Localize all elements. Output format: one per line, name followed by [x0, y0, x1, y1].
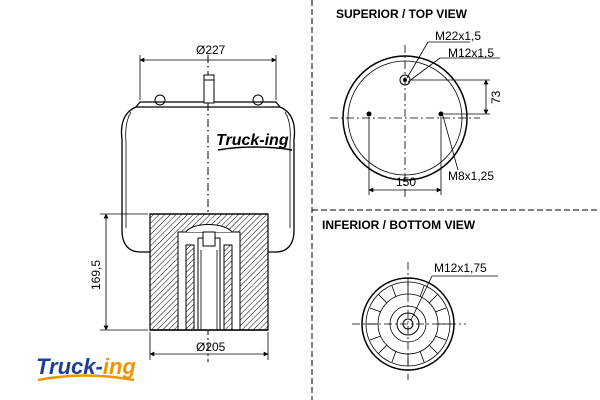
bolt-spacing-label: 150: [396, 175, 416, 189]
bottom-diameter-label: Ø205: [196, 340, 226, 354]
bolt-left: [366, 111, 372, 117]
height-label: 169,5: [89, 260, 103, 290]
bolt-thread-label: M8x1,25: [448, 169, 494, 183]
top-view: [330, 41, 500, 200]
bottom-thread-label: M12x1,75: [434, 261, 487, 275]
side-view-dimensions: [100, 55, 277, 360]
bolt-right: [438, 111, 444, 117]
thread-center-label: M12x1,5: [448, 46, 494, 60]
top-plate-outer: [342, 55, 468, 181]
top-diameter-label: Ø227: [196, 43, 226, 57]
logo-swoosh: [37, 374, 135, 382]
offset-label: 73: [489, 90, 503, 104]
separators: [311, 0, 600, 400]
truck-ing-logo-drawing: Truck-ing: [216, 132, 293, 151]
truck-ing-logo: Truck-ing: [36, 354, 137, 382]
top-view-title: SUPERIOR / TOP VIEW: [336, 7, 468, 21]
bottom-view-title: INFERIOR / BOTTOM VIEW: [322, 218, 476, 232]
logo-suffix-text: ing: [103, 354, 137, 379]
air-fitting: [203, 74, 215, 104]
thread-air-label: M22x1,5: [435, 29, 481, 43]
bellow-left: [120, 106, 150, 253]
center-thread-hole: [402, 318, 414, 330]
bottom-view: [352, 262, 498, 380]
radial-ribs: [366, 282, 450, 366]
bellow-right: [268, 106, 296, 253]
svg-text:Truck-ing: Truck-ing: [216, 132, 289, 149]
top-plate-inner: [347, 60, 463, 176]
base-outer: [361, 277, 455, 371]
crimp-right: [252, 94, 264, 106]
side-view: [120, 55, 296, 362]
crimp-left: [154, 94, 166, 106]
